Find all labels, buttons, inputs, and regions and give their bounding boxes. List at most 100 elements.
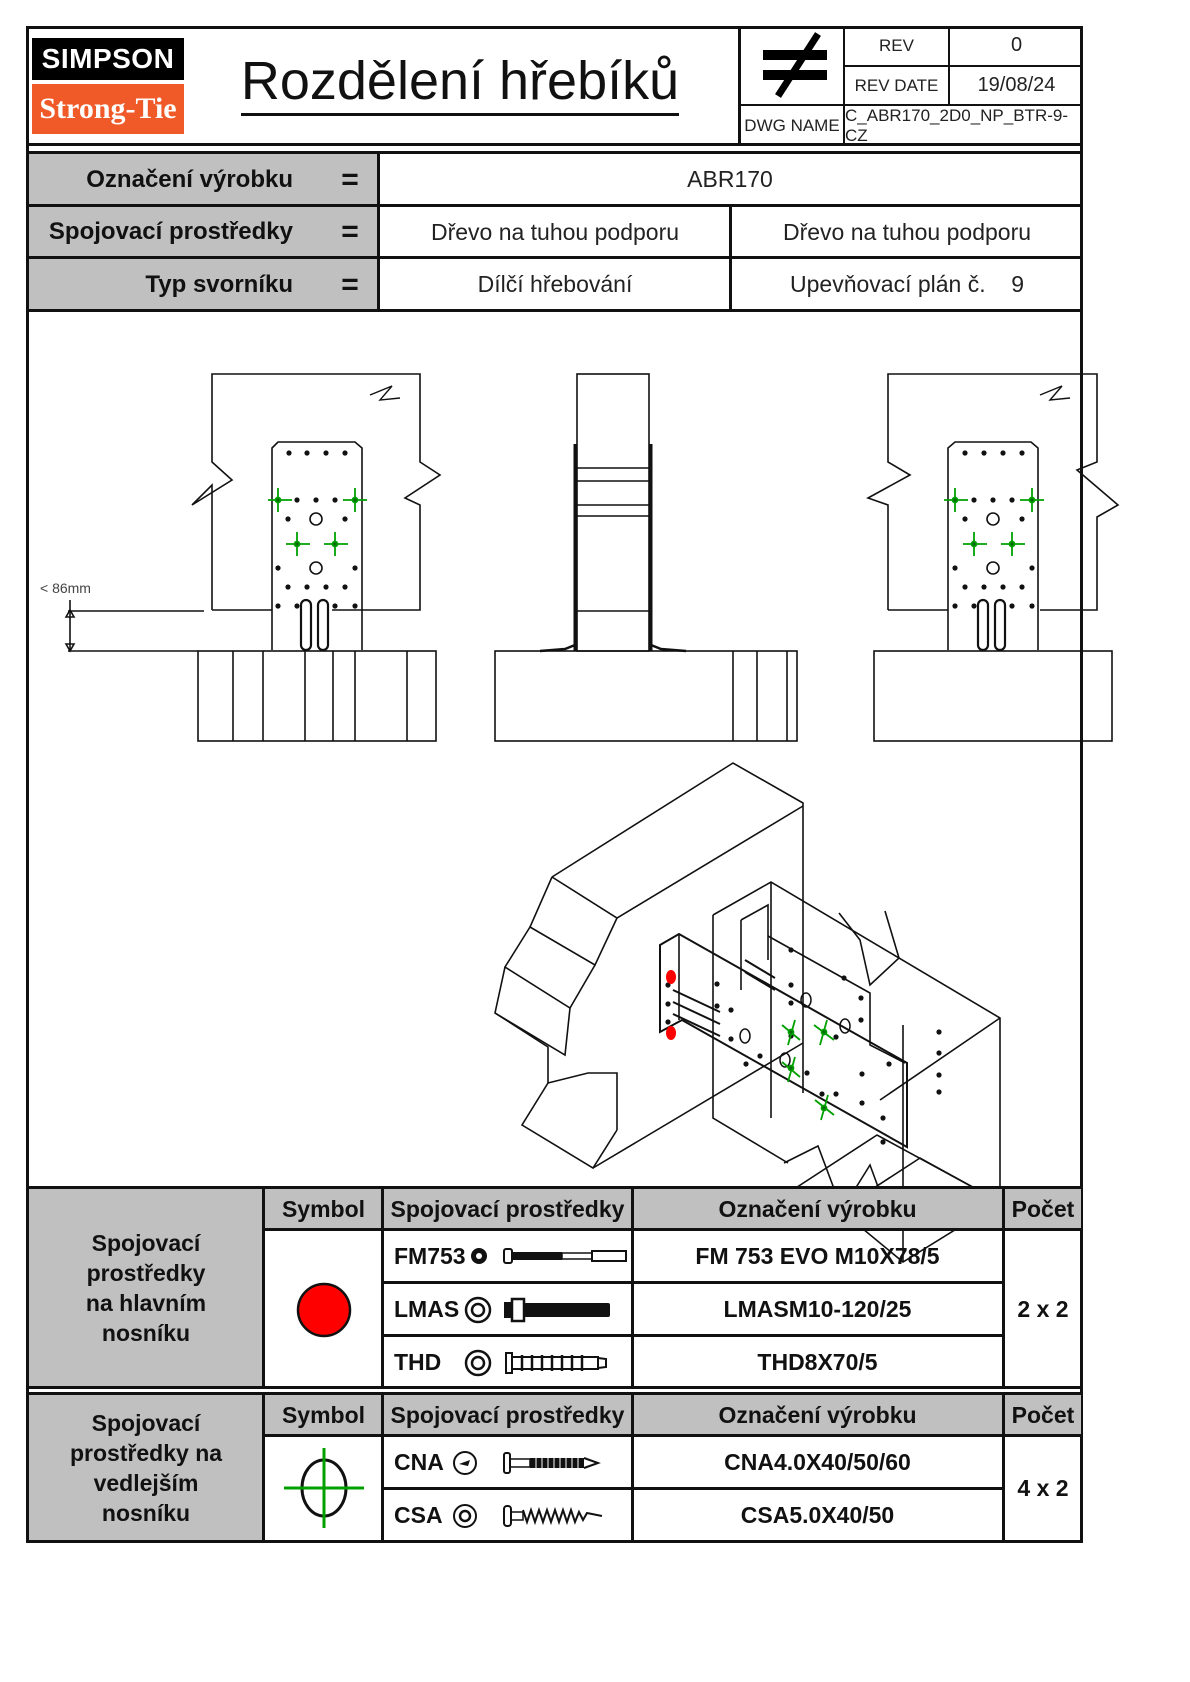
table-divider (381, 1188, 384, 1388)
fastener-code: CSA (394, 1501, 443, 1528)
header-divider (26, 151, 1083, 154)
green-crosshair-icon (284, 1448, 364, 1528)
table-divider (1002, 1188, 1005, 1388)
fastener-code: CNA (394, 1449, 444, 1475)
table1-count: 2 x 2 (1017, 1295, 1069, 1322)
thd-screw-icon (464, 1349, 607, 1377)
rev-label: REV (879, 35, 914, 55)
info-label-bg (29, 154, 377, 310)
strong-tie-logo-bottom: Strong-Tie (32, 84, 184, 134)
rev-date-label: REV DATE (854, 75, 939, 95)
table2-product-csa: CSA5.0X40/50 (740, 1501, 895, 1528)
red-dot-icon (296, 1282, 352, 1338)
table2-row-csa: CSA (384, 1490, 631, 1540)
table1-row-fm753: FM753 (384, 1231, 631, 1282)
info-divider (26, 204, 1083, 207)
table-divider (26, 1186, 1083, 1189)
table-divider (381, 1394, 384, 1542)
plate-holes (275, 450, 1035, 1145)
table1-header-fastener: Spojovací prostředky (384, 1189, 631, 1229)
info-label-product: Označení výrobku (86, 165, 293, 193)
not-equal-icon (763, 32, 827, 98)
table1-header-product: Označení výrobku (633, 1189, 1002, 1229)
table2-group-bg (29, 1395, 263, 1540)
equals-sign: = (341, 267, 359, 301)
equals-sign: = (341, 215, 359, 248)
info-divider (26, 256, 1083, 259)
table2-header-symbol: Symbol (265, 1395, 382, 1435)
equals-sign: = (341, 162, 359, 196)
header-divider (26, 143, 1083, 146)
cna-nail-icon (453, 1451, 601, 1475)
info-value-product: ABR170 (687, 166, 773, 192)
titleblock-divider (843, 26, 845, 145)
table2-header-product: Označení výrobku (633, 1395, 1002, 1435)
dwg-name-label: DWG NAME (744, 115, 840, 135)
table-divider (631, 1394, 634, 1542)
table2-row-cna: CNA (384, 1437, 631, 1488)
table-divider (381, 1334, 1005, 1337)
table-divider (381, 1281, 1005, 1284)
green-cross-mark (781, 1056, 801, 1083)
table-divider (26, 1392, 1083, 1395)
lmas-screw-icon (464, 1296, 610, 1324)
table-divider (262, 1188, 265, 1388)
table-divider (262, 1394, 265, 1542)
green-cross-mark (343, 488, 367, 512)
rev-date-value: 19/08/24 (977, 74, 1056, 96)
table2-header-fastener: Spojovací prostředky (384, 1395, 631, 1435)
drawing-frame (26, 26, 1083, 1543)
green-cross-mark (944, 488, 968, 512)
green-cross-mark (286, 532, 310, 556)
table1-product-thd: THD8X70/5 (757, 1348, 878, 1375)
info-label-fasteners: Spojovací prostředky (48, 218, 293, 245)
table1-header-count: Počet (1005, 1189, 1081, 1229)
dwg-name-value: C_ABR170_2D0_NP_BTR-9-CZ (845, 105, 1068, 145)
green-cross-mark (963, 532, 987, 556)
table2-count: 4 x 2 (1017, 1475, 1069, 1501)
dimension-label: < 86mm (40, 580, 91, 596)
page-title: Rozdělení hřebíků (190, 46, 730, 116)
info-value-nailing-type: Dílčí hřebování (477, 271, 633, 297)
table-divider (631, 1188, 634, 1388)
green-cross-mark (781, 1019, 801, 1046)
titleblock-divider (738, 26, 741, 145)
titleblock-divider (843, 65, 1083, 67)
info-value-fixing-plan: Upevňovací plán č. 9 (790, 271, 1024, 297)
info-label-bolt-type: Typ svorníku (145, 270, 293, 298)
table2-product-cna: CNA4.0X40/50/60 (724, 1449, 911, 1475)
page-title-text: Rozdělení hřebíků (240, 51, 680, 116)
info-divider (26, 309, 1083, 312)
table1-row-thd: THD (384, 1337, 631, 1387)
green-cross-mark (324, 532, 348, 556)
side-view-middle (494, 373, 798, 742)
info-divider (377, 153, 380, 311)
table2-header-count: Počet (1005, 1395, 1081, 1435)
red-fastener-mark (666, 1026, 676, 1040)
table1-row-lmas: LMAS (384, 1284, 631, 1335)
simpson-logo-top: SIMPSON (32, 38, 184, 80)
table1-product-fm753: FM 753 EVO M10X78/5 (695, 1243, 940, 1269)
table-divider (262, 1228, 1083, 1231)
table-divider (381, 1487, 1005, 1490)
front-view-right (866, 373, 1120, 742)
info-value-fasteners-secondary: Dřevo na tuhou podporu (782, 218, 1032, 245)
fastener-code: THD (394, 1348, 442, 1375)
fastener-code: LMAS (394, 1296, 460, 1322)
titleblock-divider (738, 104, 1083, 106)
green-cross-mark (814, 1094, 835, 1121)
info-value-fasteners-main: Dřevo na tuhou podporu (430, 218, 680, 245)
csa-screw-icon (453, 1504, 603, 1528)
green-cross-mark (813, 1019, 835, 1046)
green-cross-mark (268, 488, 292, 512)
rev-value: 0 (1010, 34, 1023, 56)
table1-product-lmas: LMASM10-120/25 (723, 1296, 912, 1322)
table1-header-symbol: Symbol (265, 1189, 382, 1229)
table-divider (26, 1386, 1083, 1389)
table-divider (1002, 1394, 1005, 1542)
fastener-code: FM753 (394, 1243, 466, 1269)
green-cross-mark (1001, 532, 1025, 556)
